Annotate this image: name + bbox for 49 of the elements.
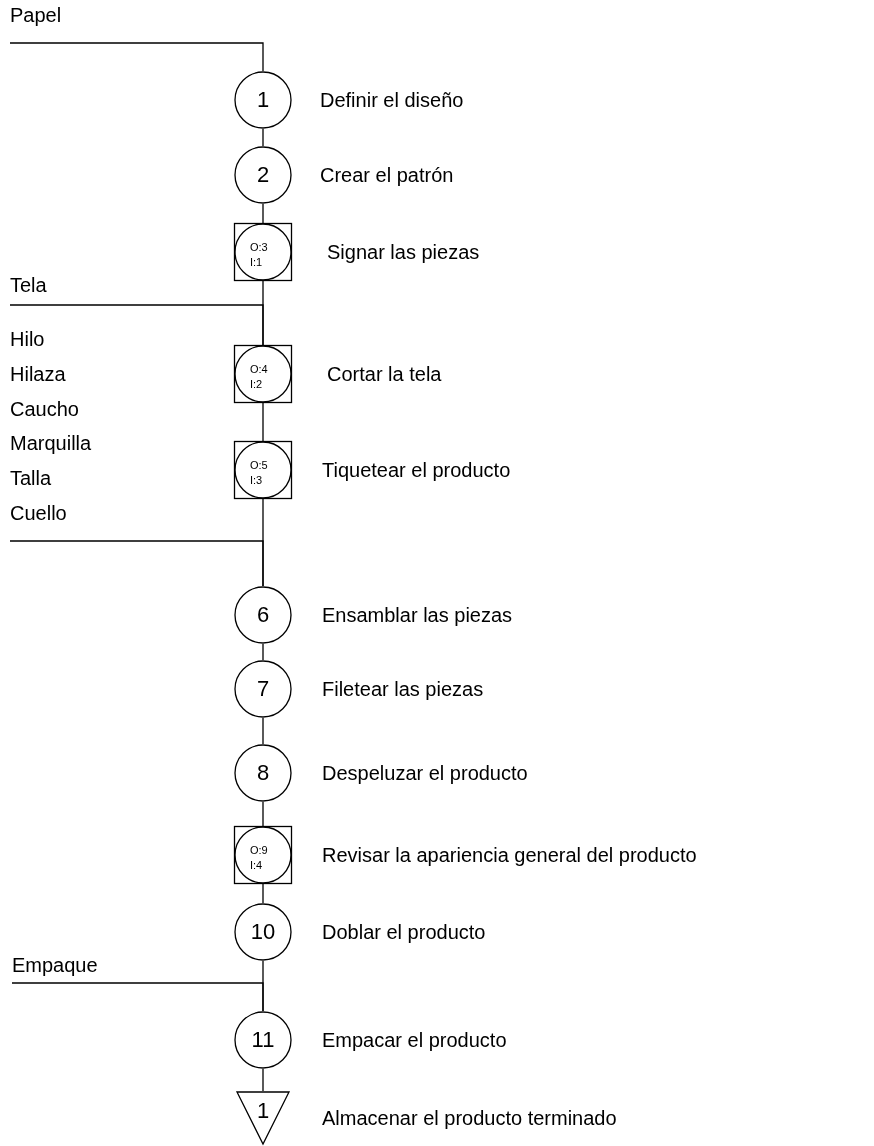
material-label: Empaque	[12, 953, 99, 978]
connector-line	[9, 42, 264, 72]
step-description: Almacenar el producto terminado	[322, 1106, 617, 1130]
step-number: 7	[256, 678, 270, 700]
step-description: Crear el patrón	[320, 163, 454, 187]
step-description: Cortar la tela	[327, 362, 442, 386]
step-number: 10	[250, 921, 276, 943]
material-label: Tela	[10, 273, 48, 298]
material-label: Hilaza	[10, 361, 67, 387]
symbol-code: I:2	[250, 377, 264, 392]
symbol-code: O:5	[250, 458, 268, 473]
step-number: 1	[256, 89, 270, 111]
step-description: Despeluzar el producto	[322, 761, 528, 785]
connector-line	[262, 883, 264, 904]
step-description: Empacar el producto	[322, 1028, 507, 1052]
connector-line	[262, 1068, 264, 1092]
symbol-code: O:3	[250, 240, 268, 255]
connector-line	[262, 717, 264, 745]
material-label: Papel	[10, 3, 63, 28]
step-number: 8	[256, 762, 270, 784]
connector-line	[262, 402, 264, 442]
material-label: Caucho	[10, 396, 80, 422]
connector-line	[9, 304, 264, 346]
material-label: Talla	[10, 466, 53, 492]
symbol-code: O:4	[250, 362, 268, 377]
step-number: 1	[256, 1100, 270, 1122]
step-description: Doblar el producto	[322, 920, 486, 944]
step-description: Revisar la apariencia general del producto	[322, 843, 697, 867]
step-number: 2	[256, 164, 270, 186]
connector-line	[262, 801, 264, 827]
symbol-code: I:3	[250, 473, 264, 488]
step-number: 11	[251, 1029, 275, 1051]
connector-line	[262, 643, 264, 661]
symbol-code: I:1	[250, 255, 264, 270]
symbol-code: O:9	[250, 843, 268, 858]
step-description: Definir el diseño	[320, 88, 464, 112]
connector-line	[262, 128, 264, 147]
material-label: Hilo	[10, 327, 46, 352]
step-number: 6	[256, 604, 270, 626]
step-description: Tiquetear el producto	[322, 458, 511, 482]
material-label: Cuello	[10, 501, 68, 526]
connector-line	[11, 982, 264, 1012]
step-description: Filetear las piezas	[322, 677, 484, 701]
material-label: Marquilla	[10, 431, 93, 457]
step-description: Ensamblar las piezas	[322, 603, 513, 627]
step-description: Signar las piezas	[327, 240, 480, 264]
symbol-code: I:4	[250, 858, 264, 873]
connector-line	[9, 540, 264, 587]
connector-line	[262, 203, 264, 224]
